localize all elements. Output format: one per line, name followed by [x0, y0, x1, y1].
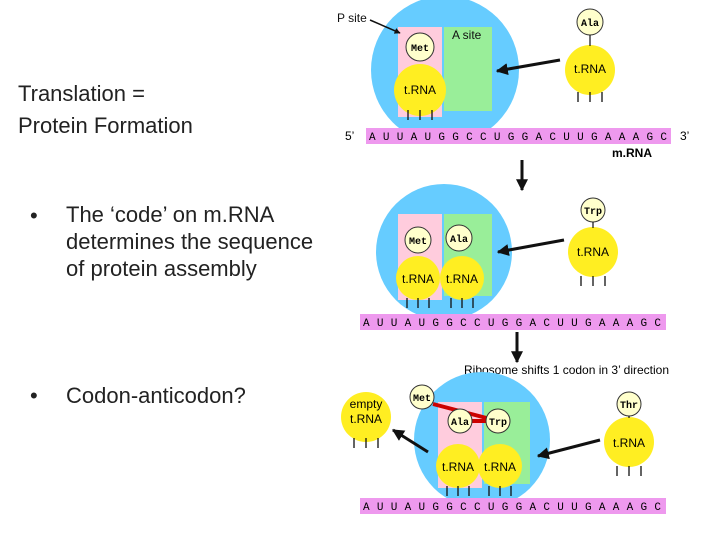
anticodon-5 [580, 276, 606, 286]
anticodon-6 [446, 486, 512, 496]
amino-ala-2-label: Ala [450, 234, 468, 246]
trna-label-7: t.RNA [484, 460, 516, 474]
bullet-text-1: The ‘code’ on m.RNA determines the seque… [66, 202, 314, 281]
trna-label-8: t.RNA [613, 436, 645, 450]
trna-bulb-5 [568, 227, 618, 277]
arrow-trna-enter-1 [495, 58, 561, 76]
trna-bulb-2 [565, 45, 615, 95]
panel-1: P site A site Met t.RNA Ala t.RNA 5’ 3’ … [337, 0, 689, 160]
three-prime-label: 3’ [680, 129, 689, 143]
amino-met-1 [405, 32, 435, 62]
amino-trp-2-label: Trp [489, 418, 507, 429]
trna-label-2: t.RNA [574, 62, 606, 76]
trna-bulb-7 [478, 444, 522, 488]
p-site-label: P site [337, 11, 367, 25]
mrna-strand-2 [360, 314, 666, 330]
amino-ala-1-label: Ala [581, 18, 599, 30]
amino-met-2 [404, 226, 432, 254]
title-line-1: Translation = [18, 81, 145, 106]
empty-trna-label: t.RNA [350, 412, 382, 426]
slide-title: Translation = Protein Formation [18, 78, 193, 142]
bullet-marker-2: • [30, 383, 38, 408]
anticodon-empty [353, 438, 379, 448]
five-prime-label: 5’ [345, 129, 354, 143]
mrna-strand-3 [360, 498, 666, 514]
anticodon-2 [577, 92, 603, 102]
empty-trna-bulb [341, 392, 391, 442]
panel-3: Met Ala Trp t.RNA t.RNA empty t.RNA Thr … [341, 372, 666, 514]
trna-bulb-3 [396, 256, 440, 300]
mrna-label: m.RNA [612, 146, 652, 160]
empty-label: empty [350, 397, 383, 411]
amino-met-3-label: Met [413, 394, 431, 405]
bullet-text-2: Codon-anticodon? [66, 383, 246, 408]
amino-trp-2 [485, 408, 511, 434]
trna-label-5: t.RNA [577, 245, 609, 259]
mrna-sequence-2: A U U A U G G C C U G G A C U U G A A A … [363, 318, 661, 330]
a-site-1 [444, 27, 492, 111]
amino-thr-label: Thr [620, 400, 638, 412]
trna-bulb-8 [604, 417, 654, 467]
mrna-sequence-3: A U U A U G G C C U G G A C U U G A A A … [363, 502, 661, 514]
shift-caption: Ribosome shifts 1 codon in 3’ direction [464, 363, 669, 377]
amino-met-1-label: Met [411, 44, 429, 55]
amino-met-3 [409, 384, 435, 410]
bullet-marker-1: • [30, 203, 38, 228]
trna-bulb-4 [440, 256, 484, 300]
trna-bulb-6 [436, 444, 480, 488]
p-site-pointer [369, 19, 401, 34]
mrna-strand-1 [366, 128, 671, 144]
amino-ala-2 [445, 224, 473, 252]
trna-label-1: t.RNA [404, 83, 436, 97]
title-line-2: Protein Formation [18, 113, 193, 138]
trna-label-4: t.RNA [446, 272, 478, 286]
amino-met-2-label: Met [409, 237, 427, 248]
trna-bulb-1 [394, 64, 446, 116]
anticodon-3 [406, 298, 474, 308]
a-site-label: A site [452, 28, 482, 42]
arrow-trna-exit [391, 428, 429, 454]
anticodon-8 [616, 466, 642, 476]
amino-trp-1-label: Trp [584, 207, 602, 218]
arrow-trna-enter-2 [496, 238, 565, 256]
amino-ala-3 [447, 408, 473, 434]
anticodon-1 [407, 110, 433, 120]
amino-ala-3-label: Ala [451, 417, 469, 429]
trna-label-3: t.RNA [402, 272, 434, 286]
arrow-trna-enter-3 [536, 438, 601, 460]
panel-2: Met Ala t.RNA t.RNA Trp t.RNA A U U A U … [360, 184, 666, 330]
mrna-sequence-1: A U U A U G G C C U G G A C U U G A A A … [369, 132, 667, 144]
trna-label-6: t.RNA [442, 460, 474, 474]
